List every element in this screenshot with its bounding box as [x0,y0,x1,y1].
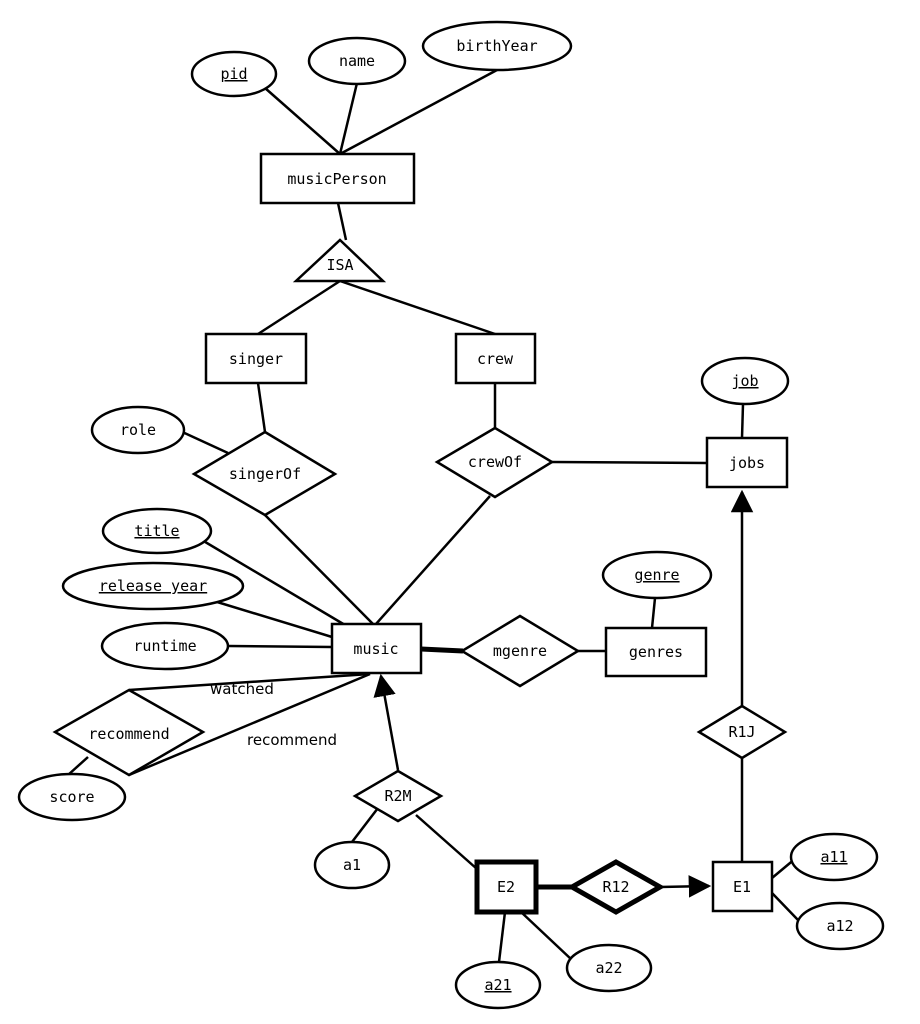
line-role-singerof [177,428,229,455]
line-a1-r2m [351,807,379,843]
svg-text:a21: a21 [484,976,511,994]
edge-label-watched: watched [210,680,274,698]
attribute-title[interactable]: title [101,507,213,555]
attribute-role[interactable]: role [90,405,186,455]
svg-text:R12: R12 [602,878,629,896]
attribute-a11[interactable]: a11 [789,832,879,882]
attribute-name[interactable]: name [307,36,407,86]
isa-triangle[interactable]: ISA [292,238,387,283]
line-birthyear-musicperson [339,68,498,156]
svg-text:singerOf: singerOf [229,465,301,483]
entity-e1[interactable]: E1 [711,860,774,913]
line-music-recommend-recommend [128,672,371,777]
attribute-a21[interactable]: a21 [454,960,542,1010]
attribute-a1[interactable]: a1 [313,840,391,890]
attribute-job[interactable]: job [700,356,790,406]
svg-text:release year: release year [99,577,207,595]
svg-text:birthYear: birthYear [456,37,537,55]
line-music-recommend-watched [128,672,371,692]
connector-lines [67,68,799,963]
svg-text:mgenre: mgenre [493,642,547,660]
line-singer-singerof [256,382,267,433]
svg-text:singer: singer [229,350,283,368]
relationship-r12-weak[interactable]: R12 [566,859,666,915]
attribute-pid[interactable]: pid [190,50,278,98]
relationship-mgenre[interactable]: mgenre [459,614,581,688]
relationship-crewof[interactable]: crewOf [434,426,555,499]
svg-text:role: role [120,421,156,439]
relationship-r2m[interactable]: R2M [352,769,444,823]
svg-text:job: job [731,372,758,390]
svg-text:a22: a22 [595,959,622,977]
line-singerof-music [264,514,374,625]
line-releaseyear-music [203,596,333,639]
svg-text:pid: pid [220,65,247,83]
line-name-musicperson [338,82,359,155]
svg-text:title: title [134,522,179,540]
entity-e2-weak[interactable]: E2 [474,859,539,915]
relationship-r1j[interactable]: R1J [696,704,788,760]
attribute-a12[interactable]: a12 [795,901,885,951]
attribute-birthyear[interactable]: birthYear [421,20,573,72]
line-e1-a12 [771,892,799,921]
svg-text:R2M: R2M [384,787,411,805]
svg-text:score: score [49,788,94,806]
line-isa-crew [339,279,496,336]
svg-text:crew: crew [477,350,514,368]
svg-text:ISA: ISA [326,256,353,274]
relationship-singerof[interactable]: singerOf [191,430,338,517]
entity-singer[interactable]: singer [204,332,308,385]
entity-jobs[interactable]: jobs [705,436,789,489]
attribute-runtime[interactable]: runtime [100,621,230,671]
line-e2-a21 [497,911,507,963]
line-genre-genres [650,597,657,629]
line-e2-a22 [520,911,573,961]
entity-crew[interactable]: crew [454,332,537,385]
svg-text:jobs: jobs [729,454,765,472]
line-job-jobs [740,403,745,439]
attribute-release-year[interactable]: release year [61,561,245,611]
svg-text:crewOf: crewOf [468,453,522,471]
arrow-r12-e1 [659,875,712,898]
attribute-a22[interactable]: a22 [565,943,653,993]
line-isa-singer [257,279,341,336]
svg-text:musicPerson: musicPerson [287,170,386,188]
svg-text:genre: genre [634,566,679,584]
line-title-music [184,528,346,627]
svg-text:a11: a11 [820,848,847,866]
svg-text:R1J: R1J [728,723,755,741]
line-crewof-music [375,495,491,625]
svg-text:recommend: recommend [88,725,169,743]
line-pid-musicperson [264,87,341,155]
svg-text:name: name [339,52,375,70]
attribute-genre[interactable]: genre [601,550,713,600]
relationship-recommend[interactable]: recommend [52,688,206,777]
line-musicperson-isa [336,202,348,241]
svg-text:a12: a12 [826,917,853,935]
entity-music[interactable]: music [330,622,423,675]
entity-genres[interactable]: genres [604,626,708,678]
arrow-r2m-music [373,673,400,771]
line-crewof-jobs [551,460,708,465]
svg-text:a1: a1 [343,856,361,874]
line-runtime-music [228,644,333,649]
attribute-score[interactable]: score [17,772,127,822]
line-music-mgenre [420,646,464,654]
line-recommend-score [67,756,89,776]
svg-text:music: music [353,640,398,658]
svg-text:E2: E2 [497,878,515,896]
line-r2m-e2 [415,814,478,870]
edge-label-recommend: recommend [247,731,337,749]
svg-text:runtime: runtime [133,637,196,655]
entity-musicperson[interactable]: musicPerson [259,152,416,205]
svg-text:E1: E1 [733,878,751,896]
svg-text:genres: genres [629,643,683,661]
